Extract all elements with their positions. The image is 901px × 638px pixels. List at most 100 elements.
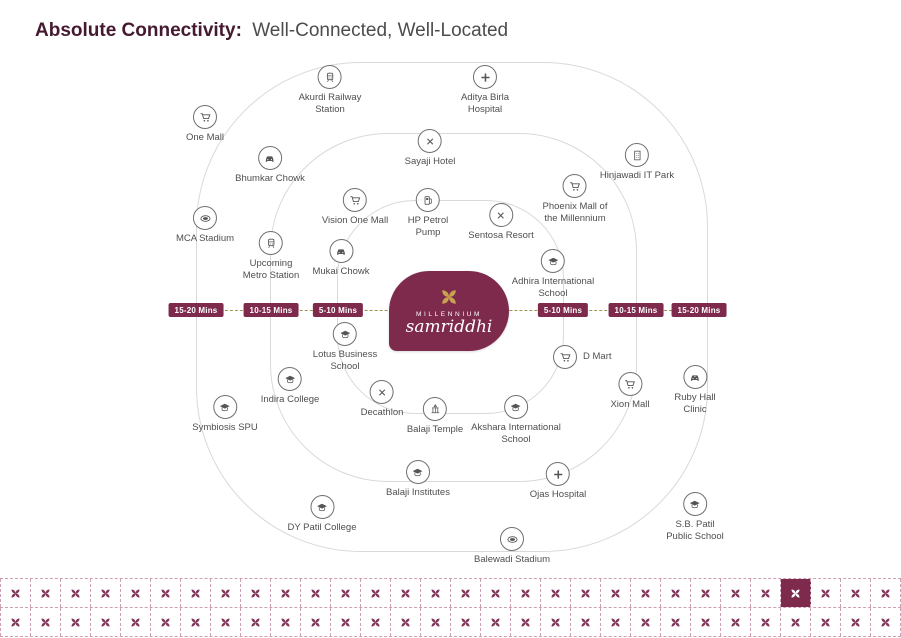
pattern-cell: [91, 608, 121, 636]
fuel-pump-icon: [415, 188, 440, 212]
landmark-label: Symbiosis SPU: [192, 422, 258, 433]
pattern-cell: [331, 608, 361, 636]
pattern-cell: [31, 579, 61, 607]
landmark-label: Indira College: [260, 394, 320, 405]
flower-motif-icon: [489, 616, 502, 629]
flower-motif-icon: [9, 616, 22, 629]
pattern-cell: [91, 579, 121, 607]
flower-motif-icon: [849, 587, 862, 600]
flower-motif-icon: [69, 587, 82, 600]
flower-motif-icon: [669, 616, 682, 629]
flower-motif-icon: [609, 587, 622, 600]
pattern-cell: [61, 608, 91, 636]
pattern-cell: [181, 579, 211, 607]
pattern-cell: [121, 579, 151, 607]
pattern-cell: [361, 608, 391, 636]
landmark-label: Adhira International School: [511, 276, 595, 299]
page-title-emphasis: Absolute Connectivity:: [35, 20, 242, 41]
pattern-cell: [751, 579, 781, 607]
flower-motif-icon: [159, 587, 172, 600]
flower-motif-icon: [489, 587, 502, 600]
pattern-cell: [631, 579, 661, 607]
graduation-cap-icon: [309, 495, 334, 519]
flower-motif-icon: [249, 587, 262, 600]
pattern-cell: [301, 579, 331, 607]
pattern-cell: [391, 608, 421, 636]
brand-name: MILLENNIUM: [415, 310, 483, 318]
pattern-cell: [451, 579, 481, 607]
train-icon: [317, 65, 342, 89]
hospital-cross-icon: [546, 462, 570, 486]
hospital-cross-icon: [473, 65, 497, 89]
flower-motif-icon: [219, 616, 232, 629]
stadium-icon: [192, 206, 217, 230]
flower-motif-icon: [99, 616, 112, 629]
pattern-cell: [541, 579, 571, 607]
flower-motif-icon: [819, 616, 832, 629]
flower-motif-icon: [519, 616, 532, 629]
flower-motif-icon: [159, 616, 172, 629]
landmark-mukai-chowk: Mukai Chowk: [312, 239, 370, 278]
landmark-bhumkar-chowk: Bhumkar Chowk: [235, 146, 305, 185]
shopping-cart-icon: [192, 105, 217, 129]
landmark-xion-mall: Xion Mall: [610, 372, 650, 411]
flower-motif-icon: [129, 616, 142, 629]
pattern-cell: [721, 608, 751, 636]
pattern-cell: [421, 608, 451, 636]
pattern-cell: [811, 608, 841, 636]
pattern-cell: [781, 608, 811, 636]
landmark-label: Balaji Institutes: [386, 487, 450, 498]
pattern-cell: [121, 608, 151, 636]
landmark-upcoming: Upcoming Metro Station: [243, 231, 299, 281]
landmark-label: Sentosa Resort: [468, 230, 534, 241]
flower-motif-icon: [699, 616, 712, 629]
pattern-cell: [361, 579, 391, 607]
landmark-label: Sayaji Hotel: [404, 156, 456, 167]
landmark-hp-petrol: HP Petrol Pump: [408, 188, 448, 238]
landmark-indira-college: Indira College: [260, 367, 320, 406]
train-icon: [259, 231, 283, 255]
distance-badge: 10-15 Mins: [243, 303, 299, 317]
flower-motif-icon: [189, 616, 202, 629]
car-icon: [329, 239, 353, 263]
landmark-mca-stadium: MCA Stadium: [176, 206, 234, 245]
landmark-akshara-international: Akshara International School: [471, 395, 561, 445]
pattern-cell: [511, 579, 541, 607]
pattern-cell: [241, 579, 271, 607]
landmark-vision-one-mall: Vision One Mall: [322, 188, 388, 227]
landmark-label: HP Petrol Pump: [407, 215, 449, 238]
pattern-cell: [841, 579, 871, 607]
pattern-cell: [151, 608, 181, 636]
landmark-label: Decathlon: [360, 407, 404, 418]
pattern-cell: [61, 579, 91, 607]
flower-motif-icon: [459, 616, 472, 629]
flower-motif-icon: [69, 616, 82, 629]
landmark-s-b-patil: S.B. Patil Public School: [666, 492, 724, 542]
landmark-hinjawadi-it-park: Hinjawadi IT Park: [600, 143, 674, 182]
flower-motif-icon: [429, 587, 442, 600]
landmark-label: Akurdi Railway Station: [298, 92, 362, 115]
pattern-cell: [241, 608, 271, 636]
pattern-cell: [451, 608, 481, 636]
pattern-cell: [391, 579, 421, 607]
landmark-label: MCA Stadium: [175, 233, 235, 244]
ornamental-footer-border: [0, 578, 901, 637]
flower-motif-icon: [369, 587, 382, 600]
landmark-label: Vision One Mall: [321, 215, 389, 226]
graduation-cap-icon: [333, 322, 357, 346]
page-title: Absolute Connectivity: Well-Connected, W…: [35, 20, 508, 42]
pattern-cell: [751, 608, 781, 636]
ambulance-icon: [683, 365, 707, 389]
landmark-label: Akshara International School: [471, 422, 561, 445]
pattern-cell: [151, 579, 181, 607]
landmark-label: Aditya Birla Hospital: [460, 92, 510, 115]
landmark-label: Ojas Hospital: [529, 489, 587, 500]
graduation-cap-icon: [683, 492, 707, 516]
pattern-cell: [211, 608, 241, 636]
landmark-dy-patil-college: DY Patil College: [287, 495, 357, 534]
landmark-d-mart: D Mart: [553, 345, 612, 369]
flower-motif-icon: [639, 616, 652, 629]
pattern-cell: [31, 608, 61, 636]
landmark-label: Phoenix Mall of the Millennium: [542, 201, 608, 224]
